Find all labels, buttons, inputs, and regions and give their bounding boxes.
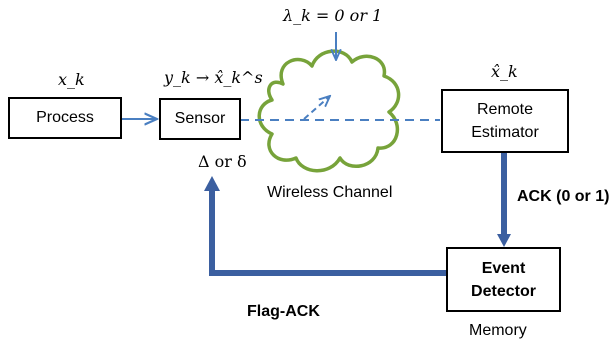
event-detector-label-line2: Detector — [471, 282, 536, 300]
wireless-channel-label: Wireless Channel — [267, 184, 393, 201]
remote-estimator-label-line2: Estimator — [471, 124, 539, 141]
ack-label: ACK (0 or 1) — [517, 188, 610, 205]
flag-ack-arrow-head — [204, 176, 220, 191]
remote-estimator-label-line1: Remote — [476, 101, 534, 118]
channel-state-label: λ_k = 0 or 1 — [283, 6, 383, 25]
event-detector-block: Event Detector — [446, 247, 561, 312]
flag-ack-arrow-shaft — [209, 190, 446, 276]
channel-switch-arrow — [303, 96, 330, 120]
flag-ack-label: Flag-ACK — [247, 303, 320, 320]
remote-estimator-block: Remote Estimator — [441, 89, 569, 153]
memory-label: Memory — [469, 322, 527, 339]
process-block: Process — [8, 97, 122, 139]
sensor-label: Sensor — [174, 110, 226, 127]
process-label: Process — [36, 109, 94, 126]
ack-arrow-head — [497, 234, 511, 247]
estimate-label: x̂_k — [491, 62, 518, 81]
sensor-block: Sensor — [159, 98, 241, 140]
event-detector-label-line1: Event — [481, 259, 526, 277]
trigger-threshold-label: Δ or δ — [198, 152, 247, 171]
wireless-channel-cloud — [257, 49, 401, 173]
sensor-signal-label: y_k → x̂_k^s — [164, 68, 263, 87]
process-state-label: x_k — [58, 70, 85, 89]
